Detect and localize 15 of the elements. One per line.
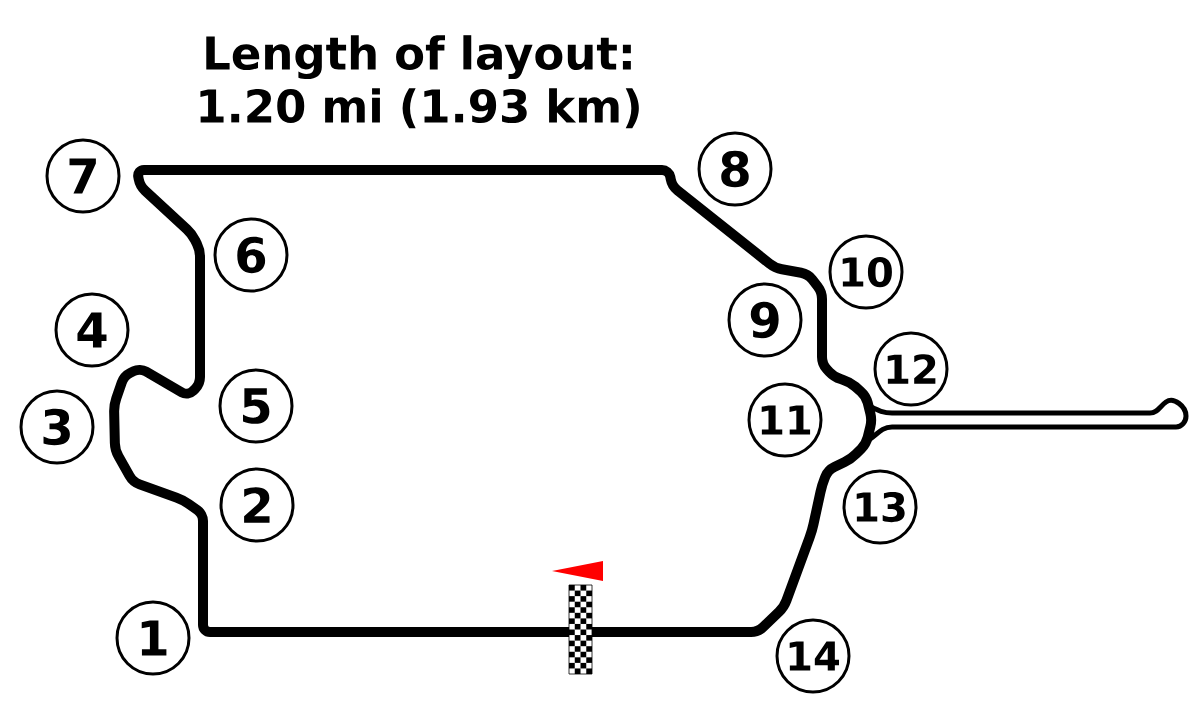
corner-number: 3 (19, 389, 95, 465)
corner-number: 14 (775, 618, 851, 694)
corner-number: 9 (727, 282, 803, 358)
corner-number: 7 (45, 138, 121, 214)
title: Length of layout: 1.20 mi (1.93 km) (200, 35, 639, 129)
corner-number: 5 (218, 368, 294, 444)
corner-number: 2 (219, 467, 295, 543)
corner-number: 4 (54, 292, 130, 368)
corner-number: 11 (747, 382, 823, 458)
corner-number: 10 (828, 234, 904, 310)
corner-number: 8 (697, 131, 773, 207)
corner-number: 6 (213, 217, 289, 293)
corner-number: 12 (873, 331, 949, 407)
corner-number: 1 (115, 600, 191, 676)
corner-number: 13 (842, 469, 918, 545)
